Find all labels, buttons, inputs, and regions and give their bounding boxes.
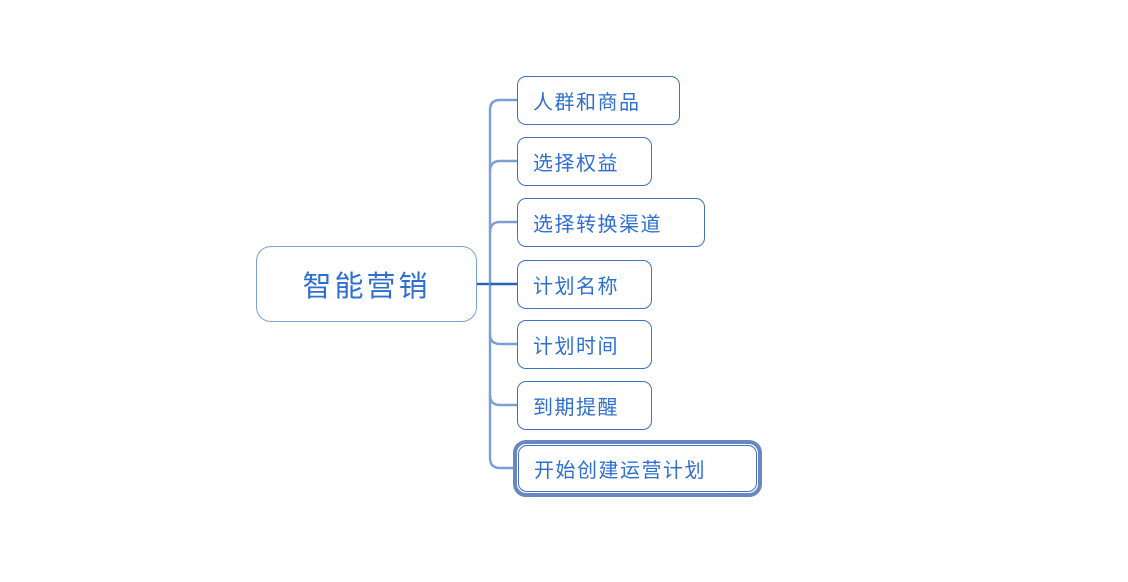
connector-branch-3 [488, 220, 517, 233]
child-node-7[interactable]: 开始创建运营计划 [518, 445, 757, 492]
child-node-6-label: 到期提醒 [533, 397, 619, 419]
child-node-6[interactable]: 到期提醒 [517, 381, 652, 430]
child-node-3-label: 选择转换渠道 [533, 214, 662, 236]
root-node[interactable]: 智能营销 [256, 246, 477, 322]
child-node-5[interactable]: 计划时间 [517, 320, 652, 369]
child-node-5-label: 计划时间 [533, 336, 619, 358]
child-node-4[interactable]: 计划名称 [517, 260, 652, 309]
child-node-1[interactable]: 人群和商品 [517, 76, 680, 125]
child-node-2-label: 选择权益 [533, 153, 619, 175]
connector-branch-5 [488, 333, 517, 346]
child-node-3[interactable]: 选择转换渠道 [517, 198, 705, 247]
child-node-7-label: 开始创建运营计划 [534, 460, 706, 482]
connector-branch-1 [488, 98, 517, 111]
root-node-label: 智能营销 [302, 271, 431, 303]
connector-branch-2 [488, 159, 517, 172]
child-node-2[interactable]: 选择权益 [517, 137, 652, 186]
child-node-4-label: 计划名称 [533, 276, 619, 298]
connector-branch-6 [488, 394, 517, 407]
child-node-7-selection-ring [513, 440, 762, 497]
child-node-1-label: 人群和商品 [533, 92, 641, 114]
